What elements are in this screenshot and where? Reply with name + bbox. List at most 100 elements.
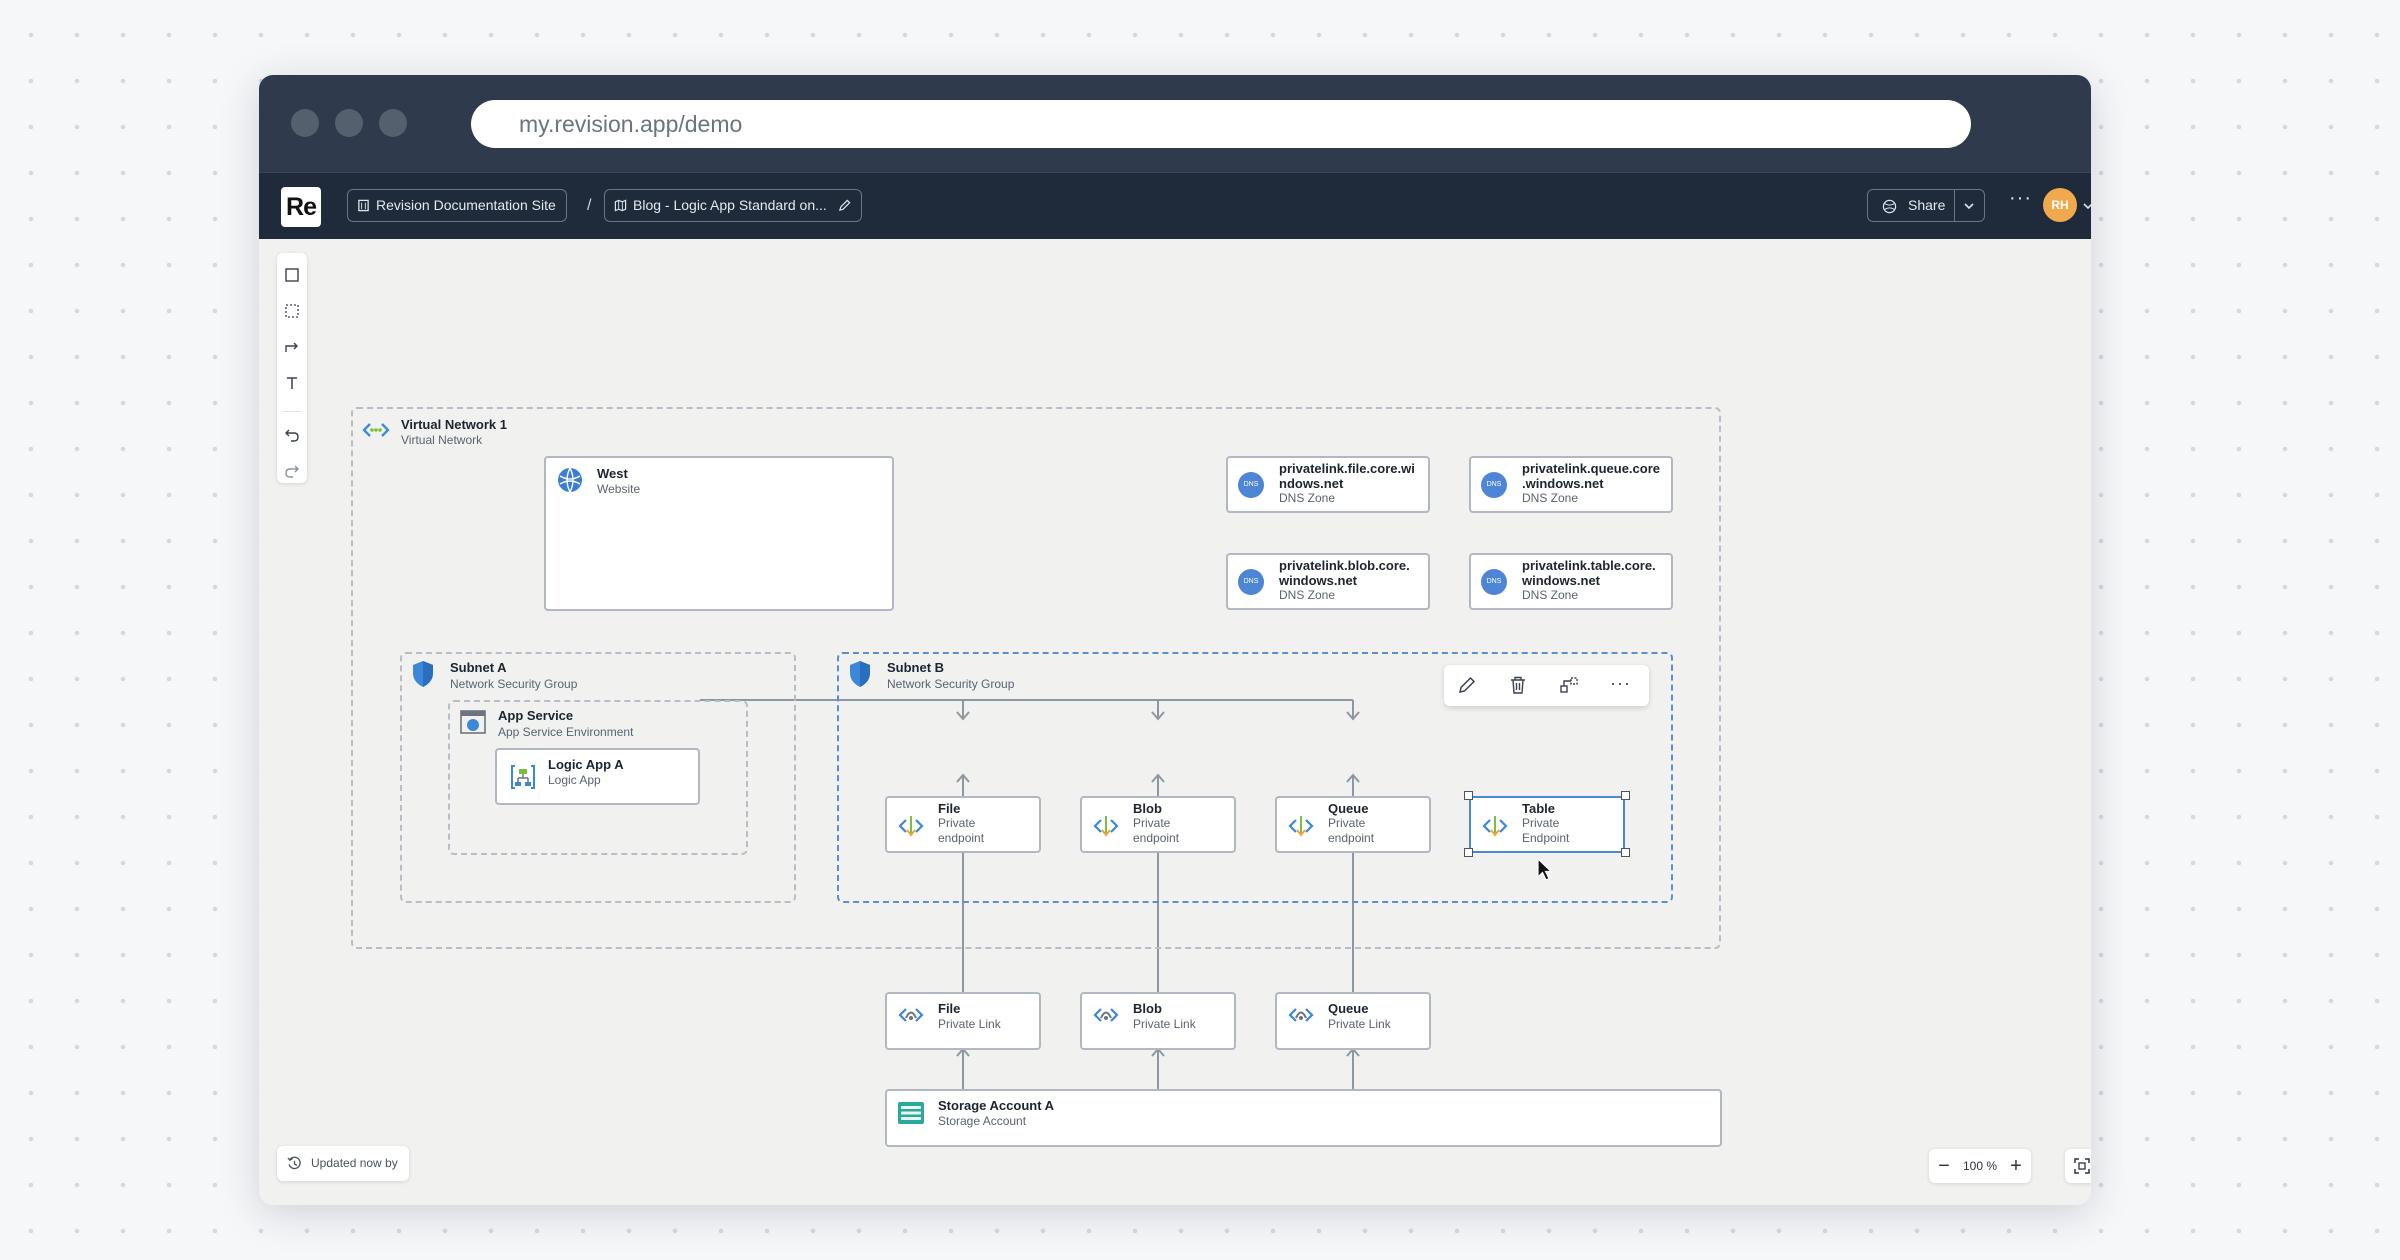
node-endpoint-blob[interactable]: Blob Private endpoint <box>1080 796 1236 853</box>
more-menu-button[interactable]: ··· <box>2009 187 2032 209</box>
address-bar[interactable]: my.revision.app/demo <box>471 100 1971 148</box>
share-button[interactable]: Share <box>1867 189 1955 222</box>
app-service-title: App Service <box>498 708 574 723</box>
shield-icon <box>850 661 870 687</box>
private-link-icon <box>898 1008 924 1022</box>
group-app-service[interactable]: App Service App Service Environment <box>448 700 748 855</box>
fit-screen-icon <box>2074 1158 2090 1174</box>
breadcrumb-diagram[interactable]: Blog - Logic App Standard on... <box>604 189 862 222</box>
node-logic-app[interactable]: Logic App A Logic App <box>495 748 700 805</box>
node-private-link-file[interactable]: File Private Link <box>885 992 1041 1050</box>
endpoint-file-subtitle-2: endpoint <box>938 831 985 845</box>
endpoint-blob-subtitle-2: endpoint <box>1133 831 1180 845</box>
app-service-subtitle: App Service Environment <box>498 725 634 739</box>
node-dns-queue[interactable]: DNS privatelink.queue.core .windows.net … <box>1469 456 1673 513</box>
private-endpoint-icon <box>1288 816 1314 837</box>
private-endpoint-icon <box>1093 816 1119 837</box>
chevron-down-icon <box>1964 203 1974 210</box>
breadcrumb-diagram-label: Blog - Logic App Standard on... <box>633 197 827 213</box>
dns-table-title-1: privatelink.table.core. <box>1522 558 1656 573</box>
more-options-icon[interactable]: ··· <box>1610 673 1631 693</box>
text-tool-icon[interactable] <box>284 375 300 391</box>
rectangle-tool-icon[interactable] <box>284 267 300 283</box>
west-subtitle: Website <box>597 482 641 496</box>
private-link-file-subtitle: Private Link <box>938 1017 1001 1031</box>
undo-icon[interactable] <box>284 427 300 443</box>
endpoint-file-subtitle-1: Private <box>938 816 976 830</box>
vnet-subtitle: Virtual Network <box>401 433 483 447</box>
connector-tool-icon[interactable] <box>284 339 300 355</box>
storage-account-subtitle: Storage Account <box>938 1114 1027 1128</box>
mouse-cursor-icon <box>1537 858 1553 881</box>
storage-account-title: Storage Account A <box>938 1098 1055 1113</box>
node-private-link-queue[interactable]: Queue Private Link <box>1275 992 1431 1050</box>
window-minimize-button[interactable] <box>335 109 363 137</box>
resize-handle-top-left[interactable] <box>1464 791 1473 800</box>
redo-icon[interactable] <box>284 463 300 479</box>
group-subnet-a[interactable]: Subnet A Network Security Group <box>400 652 796 903</box>
private-link-file-title: File <box>938 1001 961 1016</box>
edit-icon[interactable] <box>1456 674 1478 696</box>
share-dropdown-button[interactable] <box>1955 189 1985 222</box>
history-icon <box>287 1156 301 1170</box>
breadcrumb-workspace-label: Revision Documentation Site <box>376 197 556 213</box>
dns-blob-title-1: privatelink.blob.core. <box>1279 558 1410 573</box>
subnet-b-title: Subnet B <box>887 660 945 675</box>
browser-chrome: my.revision.app/demo <box>259 75 2091 172</box>
endpoint-table-title: Table <box>1522 801 1555 816</box>
dns-file-title-1: privatelink.file.core.wi <box>1279 461 1415 476</box>
breadcrumb-workspace[interactable]: Revision Documentation Site <box>347 189 567 222</box>
globe-icon <box>1882 199 1897 214</box>
shield-icon <box>413 661 433 687</box>
revision-logo[interactable]: Re <box>281 187 321 227</box>
node-dns-table[interactable]: DNS privatelink.table.core. windows.net … <box>1469 553 1673 610</box>
edit-pencil-icon[interactable] <box>838 199 851 212</box>
private-link-blob-title: Blob <box>1133 1001 1162 1016</box>
fit-to-screen-button[interactable] <box>2065 1149 2091 1183</box>
select-area-tool-icon[interactable] <box>284 303 300 319</box>
trash-icon[interactable] <box>1507 674 1529 696</box>
endpoint-file-title: File <box>938 801 961 816</box>
user-avatar[interactable]: RH <box>2043 188 2077 222</box>
node-dns-file[interactable]: DNS privatelink.file.core.wi ndows.net D… <box>1226 456 1430 513</box>
resize-handle-bottom-left[interactable] <box>1464 848 1473 857</box>
node-endpoint-queue[interactable]: Queue Private endpoint <box>1275 796 1431 853</box>
logic-app-title: Logic App A <box>548 757 624 772</box>
website-icon <box>558 467 582 493</box>
diagram-canvas[interactable]: Virtual Network 1 Virtual Network West W… <box>259 239 2091 1205</box>
dns-table-subtitle: DNS Zone <box>1522 588 1579 602</box>
dns-queue-title-2: .windows.net <box>1522 476 1604 491</box>
toolbar-divider <box>282 411 302 412</box>
endpoint-blob-title: Blob <box>1133 801 1162 816</box>
window-close-button[interactable] <box>291 109 319 137</box>
dns-queue-title-1: privatelink.queue.core <box>1522 461 1660 476</box>
node-endpoint-table[interactable]: Table Private Endpoint <box>1469 796 1625 853</box>
node-endpoint-file[interactable]: File Private endpoint <box>885 796 1041 853</box>
group-virtual-network[interactable]: Virtual Network 1 Virtual Network <box>351 407 1721 949</box>
dns-blob-title-2: windows.net <box>1279 573 1357 588</box>
window-maximize-button[interactable] <box>379 109 407 137</box>
node-dns-blob[interactable]: DNS privatelink.blob.core. windows.net D… <box>1226 553 1430 610</box>
resize-handle-bottom-right[interactable] <box>1621 848 1630 857</box>
dns-icon: DNS <box>1481 472 1507 498</box>
app-service-icon <box>460 710 486 734</box>
group-subnet-b[interactable]: Subnet B Network Security Group <box>837 652 1673 903</box>
updated-status[interactable]: Updated now by <box>277 1146 409 1181</box>
node-west-website[interactable]: West Website <box>544 456 894 611</box>
zoom-in-button[interactable]: + <box>2010 1155 2022 1177</box>
endpoint-queue-title: Queue <box>1328 801 1369 816</box>
drawing-toolbar <box>277 253 307 483</box>
convert-icon[interactable] <box>1558 674 1580 696</box>
private-link-queue-subtitle: Private Link <box>1328 1017 1391 1031</box>
resize-handle-top-right[interactable] <box>1621 791 1630 800</box>
private-link-icon <box>1288 1008 1314 1022</box>
dns-table-title-2: windows.net <box>1522 573 1600 588</box>
avatar-chevron-icon[interactable] <box>2083 202 2091 210</box>
vnet-title: Virtual Network 1 <box>401 417 507 432</box>
node-private-link-blob[interactable]: Blob Private Link <box>1080 992 1236 1050</box>
node-storage-account[interactable]: Storage Account A Storage Account <box>885 1089 1722 1147</box>
subnet-a-title: Subnet A <box>450 660 507 675</box>
zoom-out-button[interactable]: − <box>1938 1155 1950 1177</box>
dns-blob-subtitle: DNS Zone <box>1279 588 1336 602</box>
logic-app-icon <box>511 765 535 789</box>
